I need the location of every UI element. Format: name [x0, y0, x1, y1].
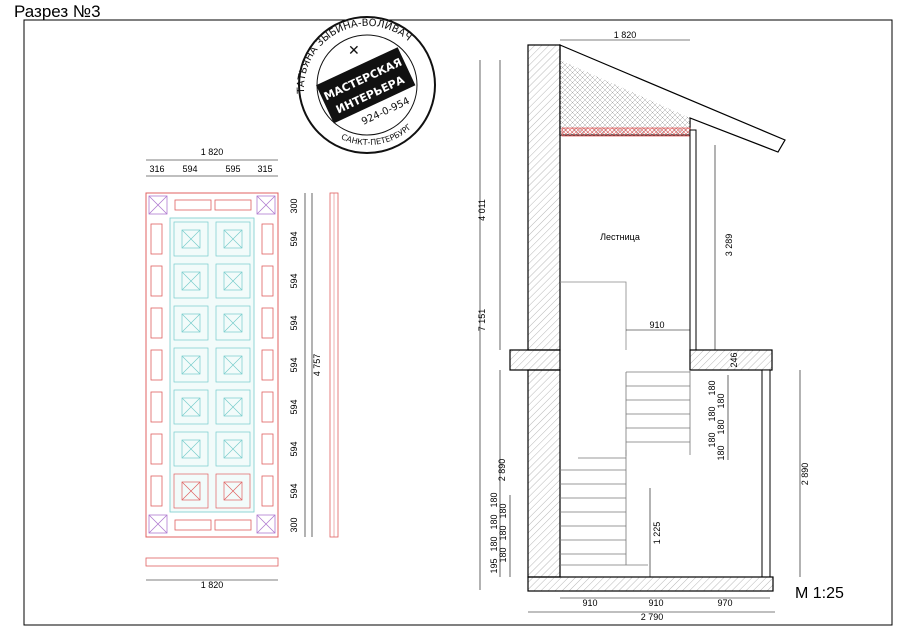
plan-lamp — [150, 307, 163, 339]
plan-row-height: 594 — [289, 273, 299, 288]
upper-riser-dim: 180 — [716, 445, 726, 460]
ceiling-plan: 1 820 316 594 595 315 300 594 594 594 594 594… — [145, 147, 339, 590]
plan-lamp — [261, 307, 274, 339]
section-span-2: 910 — [648, 598, 663, 608]
plan-lamp — [150, 223, 163, 255]
plan-total-width-top: 1 820 — [201, 147, 224, 157]
plan-lamp — [261, 433, 274, 465]
plan-row-height: 594 — [289, 441, 299, 456]
plan-panel — [215, 305, 251, 341]
plan-panel — [215, 473, 251, 509]
plan-col-width-4: 315 — [257, 164, 272, 174]
lower-riser-dim: 180 — [489, 492, 499, 507]
lower-riser-dim: 180 — [489, 536, 499, 551]
plan-row-height: 594 — [289, 399, 299, 414]
plan-end-lamp — [214, 199, 252, 211]
plan-total-height: 4 757 — [312, 354, 322, 377]
section-floor-height-left: 2 890 — [497, 459, 507, 482]
section-span-3: 970 — [717, 598, 732, 608]
lower-riser-dim: 180 — [498, 525, 508, 540]
plan-panel — [173, 389, 209, 425]
section-landing-width: 910 — [649, 320, 664, 330]
plan-col-width-3: 595 — [225, 164, 240, 174]
plan-panel — [173, 431, 209, 467]
lower-riser-dim: 195 — [489, 558, 499, 573]
plan-lamp — [150, 475, 163, 507]
plan-row-height: 594 — [289, 357, 299, 372]
lower-riser-dim: 180 — [498, 547, 508, 562]
studio-stamp: ТАТЬЯНА ЗЫБИНА-ВОЛИВАЧ ✕ МАСТЕРСКАЯ ИНТЕ… — [296, 16, 436, 154]
plan-lamp — [150, 349, 163, 381]
upper-riser-dim: 180 — [716, 419, 726, 434]
plan-col-width-1: 316 — [149, 164, 164, 174]
plan-lamp — [261, 475, 274, 507]
plan-row-height: 594 — [289, 315, 299, 330]
plan-lamp — [150, 433, 163, 465]
plan-lamp — [150, 391, 163, 423]
sheet-title: Разрез №3 — [14, 2, 101, 21]
plan-panel — [215, 431, 251, 467]
sheet-frame — [23, 19, 893, 626]
plan-row-height: 594 — [289, 231, 299, 246]
section-height-total: 7 151 — [477, 309, 487, 332]
section-floor-height-right: 2 890 — [800, 463, 810, 486]
building-section: 1 820 Лестница 910 4 011 7 151 2 890 180… — [477, 30, 810, 622]
plan-panel — [215, 263, 251, 299]
plan-lamp — [261, 265, 274, 297]
lower-riser-dim: 180 — [489, 514, 499, 529]
plan-end-lamp — [174, 519, 212, 531]
plan-panel — [173, 221, 209, 257]
section-span-1: 910 — [582, 598, 597, 608]
upper-riser-dim: 180 — [707, 380, 717, 395]
plan-row-height: 594 — [289, 483, 299, 498]
plan-panel — [215, 221, 251, 257]
scale-label: М 1:25 — [795, 585, 844, 602]
stamp-cross-icon: ✕ — [348, 43, 360, 59]
plan-lamp — [261, 391, 274, 423]
upper-riser-dim: 180 — [716, 393, 726, 408]
plan-panel — [173, 347, 209, 383]
section-slab-thickness: 246 — [729, 352, 739, 367]
section-height-right-top: 3 289 — [724, 234, 734, 257]
plan-panel — [215, 389, 251, 425]
plan-end-lamp — [174, 199, 212, 211]
plan-panel — [215, 347, 251, 383]
plan-lamp — [261, 349, 274, 381]
plan-lamp — [261, 223, 274, 255]
plan-end-lamp — [214, 519, 252, 531]
lower-riser-dim: 180 — [498, 503, 508, 518]
upper-riser-dim: 180 — [707, 406, 717, 421]
upper-riser-dim: 180 — [707, 432, 717, 447]
section-height-left-top: 4 011 — [477, 199, 487, 221]
section-room-label: Лестница — [600, 232, 640, 242]
plan-row-height: 300 — [289, 198, 299, 213]
plan-total-width-bottom: 1 820 — [201, 580, 224, 590]
section-handrail-height: 1 225 — [652, 522, 662, 545]
section-bottom-total: 2 790 — [641, 612, 664, 622]
section-roof-width: 1 820 — [614, 30, 637, 40]
plan-panel — [173, 473, 209, 509]
plan-col-width-2: 594 — [182, 164, 197, 174]
plan-row-height: 300 — [289, 517, 299, 532]
plan-lamp — [150, 265, 163, 297]
plan-panel — [173, 263, 209, 299]
plan-panel — [173, 305, 209, 341]
